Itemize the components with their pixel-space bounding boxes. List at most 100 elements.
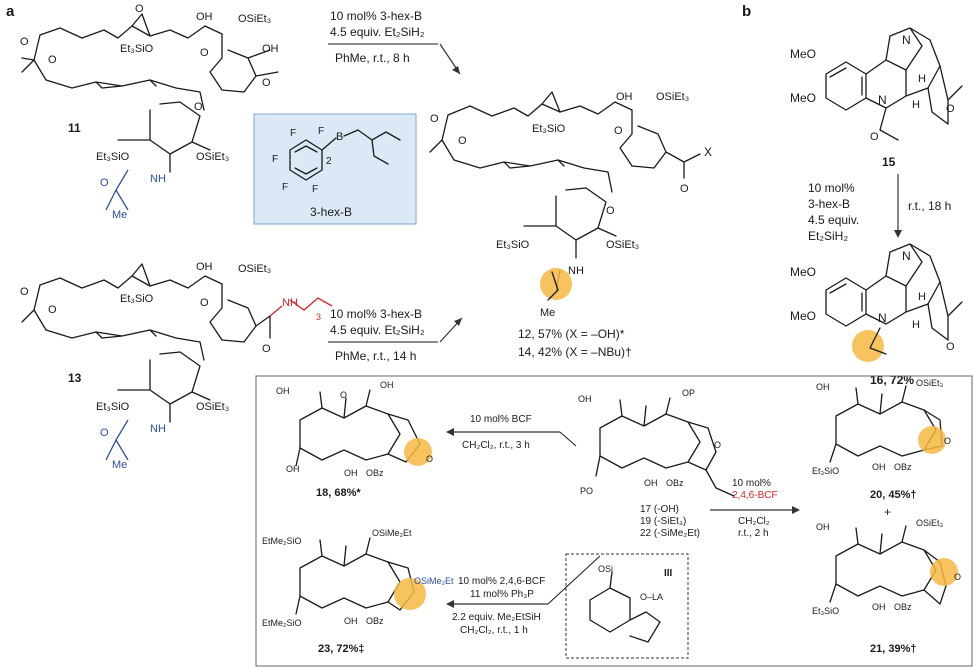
catalyst-f2: F [318,126,324,137]
bcf-reaction-line1: 10 mol% BCF [470,414,532,425]
compound-20-label: 20, 45%† [870,489,916,501]
compound-18-label: 18, 68%* [316,487,361,499]
label-op-17: OP [682,388,695,398]
mid-reaction-line3: PhMe, r.t., 14 h [335,349,416,363]
label-o-acid-11: O [262,77,271,89]
plus-sign: + [884,505,891,519]
label-osiet3-11b: OSiEt₃ [196,151,229,163]
label-etme2sio-23a: EtMe₂SiO [262,536,302,546]
compound-16-structure [825,243,963,341]
label-me-13: Me [112,459,127,471]
top-reaction-line1: 10 mol% 3-hex-B [330,9,422,23]
compound-21-label: 21, 39%† [870,643,916,655]
compound-11-label: 11 [68,121,81,135]
top-reaction-line3: PhMe, r.t., 8 h [335,51,410,65]
ph3p-line4: CH₂Cl₂, r.t., 1 h [460,625,528,636]
label-et3sio-12: Et₃SiO [532,123,566,135]
label-o-18b: O [426,454,433,464]
label-n-16a: N [902,249,911,263]
compound-21-structure [829,525,947,605]
label-et3sio-12b: Et₃SiO [496,239,530,251]
label-obz-17: OBz [666,478,684,488]
label-osiet3-20: OSiEt₃ [916,378,944,388]
bcf246-line4: r.t., 2 h [738,528,769,539]
compound-19-label: 19 (-SiEt₃) [640,516,686,527]
highlight-20 [918,426,946,454]
highlight-18 [404,438,432,466]
label-ho-23: OH [344,616,358,626]
label-osiet3-13a: OSiEt₃ [238,263,271,275]
label-et3sio-21: Et₃SiO [812,606,839,616]
svg-text:O: O [135,3,144,15]
label-o-carbonyl-12: O [680,183,689,195]
compound-22-label: 22 (-SiMe₂Et) [640,528,700,539]
ph3p-line2: 11 mol% Ph₃P [470,589,534,600]
label-osiet3-12a: OSiEt₃ [656,91,689,103]
label-o-21: O [954,572,961,582]
label-o-sugar-12: O [606,205,615,217]
label-ola-iii: O–LA [640,592,663,602]
top-reaction-line2: 4.5 equiv. Et₂SiH₂ [330,25,425,39]
highlight-23 [394,578,426,610]
label-o-lactone-13a: O [20,286,29,298]
catalyst-structure [289,129,401,181]
label-oh-acid-11: OH [262,43,279,55]
catalyst-subscript: 2 [326,156,332,167]
catalyst-f3: F [272,154,278,165]
bcf-reaction-line2: CH₂Cl₂, r.t., 3 h [462,440,530,451]
label-o-acetyl-11: O [100,177,109,189]
b-reaction-time: r.t., 18 h [908,199,951,213]
label-obz-21: OBz [894,602,912,612]
label-ho-18d: OH [344,468,358,478]
label-ho-21b: OH [872,602,886,612]
label-et3sio-13b: Et₃SiO [96,401,130,413]
label-sub3-13: 3 [316,312,321,322]
label-ho-18a: OH [276,386,290,396]
bcf246-line2: 2,4,6-BCF [732,490,778,501]
label-osime2et-23b: OSiMe₂Et [414,576,454,586]
ph3p-line1: 10 mol% 2,4,6-BCF [458,576,545,587]
label-roman-iii: III [664,568,673,579]
label-oh-13: OH [196,261,213,273]
label-o-ring-12: O [614,125,623,137]
bcf246-line1: 10 mol% [732,478,771,489]
label-ho-18c: OH [286,464,300,474]
compound-18-structure [295,389,421,467]
compound-16-label: 16, 72% [870,373,914,387]
label-osiet3-12b: OSiEt₃ [606,239,639,251]
highlight-21 [930,558,958,586]
label-o-ring-11: O [200,47,209,59]
compound-17-label: 17 (-OH) [640,504,679,515]
label-h-16b: H [912,319,920,331]
label-nh-12: NH [568,265,584,277]
label-oh-18b: OH [380,380,394,390]
svg-text:O: O [20,36,29,48]
b-reaction-line3: 4.5 equiv. [808,213,859,227]
label-nh-amide-13: NH [282,297,298,309]
label-o-16: O [946,341,955,353]
label-ho-20: OH [816,382,830,392]
label-o-lactone-12b: O [458,135,467,147]
label-o-18: O [340,390,347,400]
label-po-17: PO [580,486,593,496]
compound-15-structure [825,27,963,141]
label-meo-16a: MeO [790,265,816,279]
label-o-lactone-13b: O [48,304,57,316]
svg-text:O: O [194,101,203,113]
catalyst-box [253,113,417,225]
intermediate-iii-structure [589,571,661,643]
label-n-16b: N [878,311,887,325]
compound-17-structure [595,397,735,497]
compound-23-label: 23, 72%‡ [318,643,364,655]
label-osime2et-23a: OSiMe₂Et [372,528,412,538]
label-obz-20: OBz [894,462,912,472]
compound-11-structure: O O O O [20,3,279,211]
label-o-lactam-15: O [870,131,879,143]
label-o-15: O [946,103,955,115]
label-o-ring-13: O [200,297,209,309]
catalyst-f1: F [290,128,296,139]
product-14-label: 14, 42% (X = –NBu)† [518,345,632,359]
panel-label-b: b [742,3,751,20]
label-me-12: Me [540,307,555,319]
compound-23-structure [295,537,415,615]
